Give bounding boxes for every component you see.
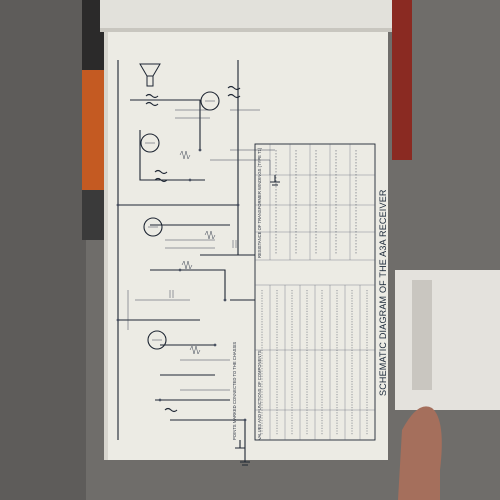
schematic-title: SCHEMATIC DIAGRAM OF THE A3A RECEIVER [378,189,388,396]
chassis-note: POINTS MARKED CONNECTED TO THE CHASSIS [232,342,237,440]
transformer-icon [145,85,241,413]
background-book-dark [82,0,104,70]
binding-shadow [100,28,392,32]
background-card-edge [412,280,432,390]
hand-thumb [398,406,442,500]
schematic-sheet [104,32,388,460]
valve-icon [140,91,220,350]
table-heading-resistance: RESISTANCE OF TRANSFORMER WINDINGS (TYPE… [257,147,262,258]
background-book-right [392,0,412,160]
background-book-dark-lower [82,190,104,240]
sheet-fold-shadow [104,32,108,460]
loudspeaker-icon [139,63,161,87]
components-table [254,143,376,441]
background-wall-left [0,0,86,500]
circuit-schematic [116,60,280,466]
background-card-right [395,270,500,410]
background-book-red [82,70,104,190]
table-heading-components: VALUES AND FUNCTIONS OF COMPONENTS [257,350,262,440]
ground-icon [235,175,280,466]
binding-strip [100,0,392,30]
